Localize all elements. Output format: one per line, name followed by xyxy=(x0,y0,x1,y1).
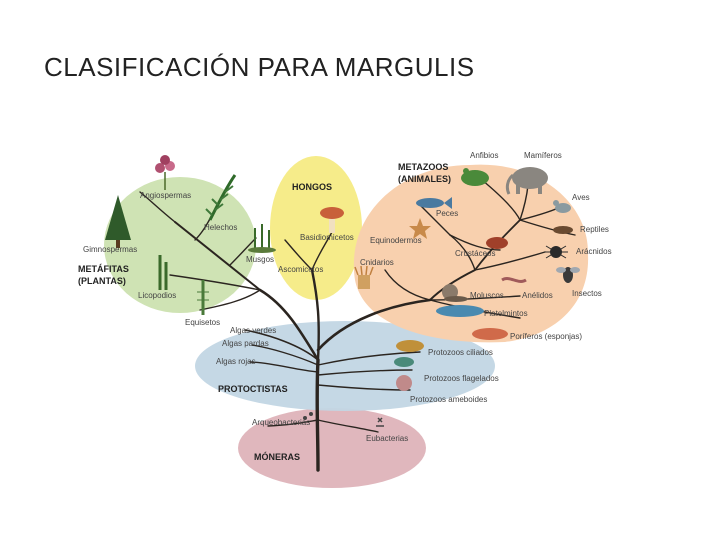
label-helechos: Helechos xyxy=(204,223,237,232)
protozoos-ameboides-icon xyxy=(396,375,412,391)
tree-branches xyxy=(139,179,576,472)
label-equisetos: Equisetos xyxy=(185,318,220,327)
label-algas-verdes: Algas verdes xyxy=(230,326,276,335)
label-peces: Peces xyxy=(436,209,458,218)
reptiles-icon xyxy=(553,226,573,234)
peces-fish-icon xyxy=(416,197,452,209)
label-reptiles: Reptiles xyxy=(580,225,609,234)
kingdom-protoctistas-label: PROTOCTISTAS xyxy=(218,384,288,394)
insectos-fly-icon xyxy=(556,267,580,283)
label-ascomicetos: Ascomicetos xyxy=(278,265,323,274)
label-crustaceos: Crustáceos xyxy=(455,249,495,258)
label-cnidarios: Cnidarios xyxy=(360,258,394,267)
metafitas-region xyxy=(104,177,256,313)
anfibios-frog-icon xyxy=(461,168,489,186)
label-basidiomicetos: Basidiomicetos xyxy=(300,233,354,242)
metazoos-region xyxy=(353,164,589,343)
hongos-region xyxy=(270,156,362,300)
label-musgos: Musgos xyxy=(246,255,274,264)
equisetos-plant-icon xyxy=(197,280,209,315)
kingdom-moneras-label: MÓNERAS xyxy=(254,451,300,462)
label-anelidos: Anélidos xyxy=(522,291,553,300)
platelmintos-worm-icon xyxy=(436,305,484,317)
label-protozoos-ameboides: Protozoos ameboides xyxy=(410,395,487,404)
label-arqueobacterias: Arqueobacterias xyxy=(252,418,310,427)
label-anfibios: Anfibios xyxy=(470,151,498,160)
anelidos-worm-icon xyxy=(501,277,527,283)
kingdom-metafitas-label: METÁFITAS xyxy=(78,264,129,274)
label-eubacterias: Eubacterias xyxy=(366,434,408,443)
musgos-moss-icon xyxy=(248,224,276,253)
basidiomicetos-mushroom-icon xyxy=(320,207,344,233)
label-mamiferos: Mamíferos xyxy=(524,151,562,160)
protozoos-flagelados-icon xyxy=(394,357,414,367)
label-insectos: Insectos xyxy=(572,289,602,298)
kingdom-metazoos-label: METAZOOS xyxy=(398,162,448,172)
label-aracnidos: Arácnidos xyxy=(576,247,612,256)
label-licopodios: Licopodios xyxy=(138,291,176,300)
label-angiospermas: Angiospermas xyxy=(140,191,191,200)
helechos-fern-icon xyxy=(205,174,237,221)
label-protozoos-ciliados: Protozoos ciliados xyxy=(428,348,493,357)
cnidarios-anemone-icon xyxy=(354,265,374,289)
slide-title: CLASIFICACIÓN PARA MARGULIS xyxy=(44,52,475,82)
licopodios-plant-icon xyxy=(158,255,168,290)
group-labels: Angiospermas Helechos Gimnospermas Musgo… xyxy=(83,151,612,443)
moluscos-snail-icon xyxy=(442,284,468,302)
label-gimnospermas: Gimnospermas xyxy=(83,245,137,254)
label-algas-pardas: Algas pardas xyxy=(222,339,269,348)
mamiferos-elephant-icon xyxy=(505,167,548,195)
label-platelmintos: Platelmintos xyxy=(484,309,528,318)
moneras-region xyxy=(238,408,426,488)
label-equinodermos: Equinodermos xyxy=(370,236,422,245)
eubacterias-bacteria-icon xyxy=(376,417,384,427)
aracnidos-spider-icon xyxy=(544,245,568,259)
crustaceos-crab-icon xyxy=(486,237,508,249)
equinodermos-starfish-icon xyxy=(409,218,431,239)
protozoos-ciliados-icon xyxy=(396,340,424,352)
label-moluscos: Moluscos xyxy=(470,291,504,300)
gimnospermas-tree-icon xyxy=(105,195,131,248)
label-aves: Aves xyxy=(572,193,590,202)
angiospermas-plant-icon xyxy=(155,155,175,190)
kingdom-animales-label: (ANIMALES) xyxy=(398,174,451,184)
kingdom-hongos-label: HONGOS xyxy=(292,182,332,192)
label-algas-rojas: Algas rojas xyxy=(216,357,256,366)
kingdom-plantas-label: (PLANTAS) xyxy=(78,276,126,286)
aves-bird-icon xyxy=(553,200,571,213)
label-poriferos: Poríferos (esponjas) xyxy=(510,332,582,341)
poriferos-sponge-icon xyxy=(472,328,508,340)
label-protozoos-flagelados: Protozoos flagelados xyxy=(424,374,499,383)
arqueobacterias-bacteria-icon xyxy=(303,412,313,420)
